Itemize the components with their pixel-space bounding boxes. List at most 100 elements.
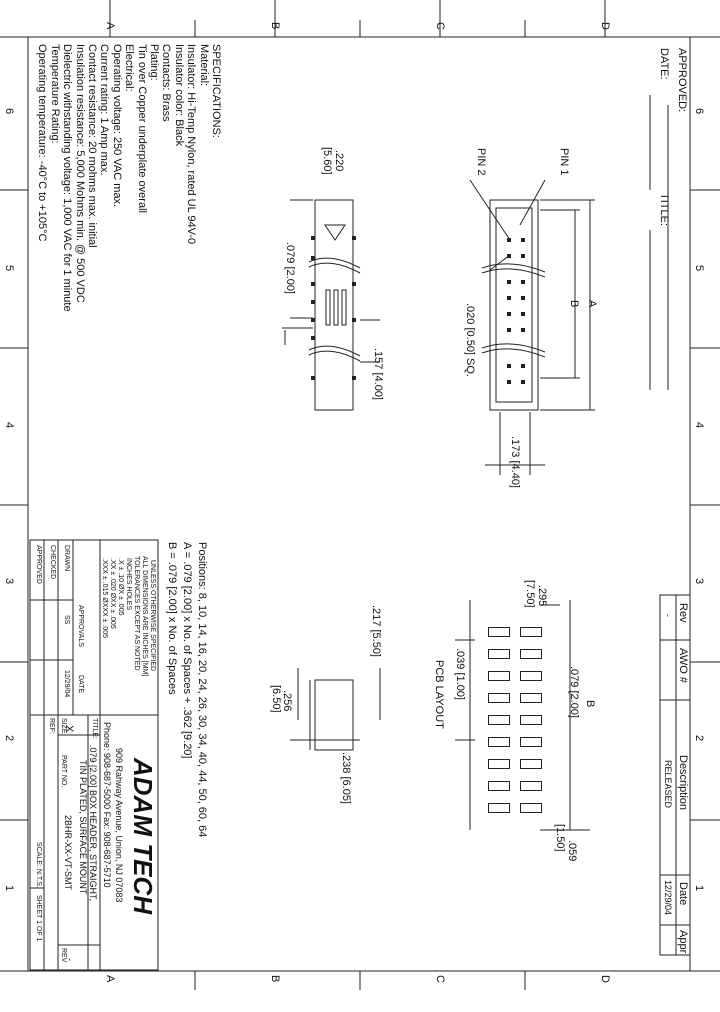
approvals-label: APPROVALS [77, 605, 84, 647]
positions-line1: Positions: 8, 10, 14, 16, 20, 24, 26, 30… [196, 542, 208, 838]
header-pin [507, 328, 511, 332]
drawn-by: SS [63, 615, 70, 625]
zone-label: 4 [693, 422, 705, 429]
dim-220: .220 [333, 150, 345, 172]
date-value: 12/29/04 [663, 880, 673, 916]
tb-sheet: SHEET 1 OF 1 [35, 895, 42, 942]
header-pin [507, 238, 511, 242]
zone-label: 4 [3, 422, 15, 429]
dim-560: [5.60] [321, 147, 333, 175]
side-pin [352, 318, 356, 322]
pin2-label: PIN 2 [475, 148, 487, 176]
dim-039: .039 [1.00] [454, 648, 466, 700]
dim-b: B [568, 300, 580, 308]
zone-label: 1 [693, 885, 705, 892]
zone-label: 5 [3, 265, 15, 272]
zone-label: 6 [693, 108, 705, 115]
header-pin [521, 296, 525, 300]
tb-scale: SCALE: N.T.S. [35, 842, 42, 888]
spec-line: SPECIFICATIONS: [210, 44, 222, 138]
spec-line: Insulation resistance: 5,000 Mohms min. … [73, 44, 86, 303]
side-pin [352, 236, 356, 240]
tol-l2: ALL DIMENSIONS ARE INCHES [MM] [141, 556, 148, 677]
dim-650: [6.50] [270, 685, 282, 713]
side-pin [311, 318, 315, 322]
zone-label: D [599, 22, 611, 30]
zone-label: D [599, 975, 611, 983]
spec-line: Electrical: [123, 44, 136, 92]
dim-238: .238 [6.05] [340, 752, 352, 804]
appr-header: Appr [677, 930, 689, 954]
tol-l6: .XX ± .020 ØXX ± .005 [109, 558, 116, 629]
dim-157: .157 [4.00] [372, 348, 384, 400]
pin1-label: PIN 1 [558, 148, 570, 176]
side-pin [311, 236, 315, 240]
tb-title2: TIN PLATED, SURFACE MOUNT [78, 760, 88, 895]
header-pin [507, 254, 511, 258]
side-pin [352, 282, 356, 286]
zone-label: 6 [3, 108, 15, 115]
pcb-pad [488, 693, 510, 703]
dim-079b: .079 [2.00] [568, 666, 580, 718]
dim-217: .217 [5.50] [370, 605, 382, 657]
tb-ref-label: REF: [48, 718, 55, 734]
dim-020: .020 [0.50] SQ. [464, 303, 476, 377]
dim-b2: B [584, 700, 596, 708]
spec-line: Plating: [147, 44, 160, 81]
tol-date-label: DATE [77, 675, 84, 694]
tol-l5: .X ± .10 ØX ± .005 [117, 558, 124, 616]
pcb-pad [520, 627, 542, 637]
pcb-pad [488, 803, 510, 813]
side-pin [352, 376, 356, 380]
zone-label: 2 [3, 735, 15, 742]
dim-295: .295 [536, 585, 548, 607]
spec-line: Tin over Copper underplate overall [135, 44, 148, 213]
tol-l3: TOLERANCES EXCEPT AS NOTED [133, 556, 140, 671]
zone-label: A [104, 975, 116, 983]
dim-079: .079 [2.00] [284, 242, 296, 294]
rev-header: Rev [677, 603, 689, 623]
pcb-pad [488, 781, 510, 791]
zone-label: B [269, 22, 281, 30]
side-pin [311, 282, 315, 286]
dim-173: .173 [4.40] [509, 436, 521, 488]
spec-line: Material: [197, 44, 210, 87]
zone-label: C [434, 22, 446, 30]
checked-label: CHECKED [49, 545, 56, 580]
header-pin [507, 364, 511, 368]
header-pin [507, 312, 511, 316]
zone-label: C [434, 975, 446, 983]
positions-line2: A = .079 [2.00] x No. of Spaces + .362 [… [181, 542, 193, 759]
drawn-date: 12/29/04 [63, 670, 70, 698]
awo-header: AWO # [677, 648, 689, 684]
pcb-layout-label: PCB LAYOUT [433, 660, 445, 729]
pcb-pad [520, 693, 542, 703]
header-pin [507, 380, 511, 384]
pcb-pad [520, 803, 542, 813]
dim-150: [1.50] [554, 824, 566, 852]
spec-line: Insulator: Hi-Temp Nylon, rated UL 94V-0 [185, 44, 198, 245]
pcb-pad [520, 759, 542, 769]
date-header: Date [677, 882, 689, 906]
pcb-pad [488, 715, 510, 725]
dim-256: .256 [281, 690, 293, 712]
pcb-pad [520, 781, 542, 791]
header-pin [507, 280, 511, 284]
zone-label: 3 [693, 578, 705, 585]
tol-l1: UNLESS OTHERWISE SPECIFIED [149, 560, 156, 672]
spec-line: Contact resistance: 20 mohms max. initia… [85, 44, 98, 248]
drawn-label: DRAWN [63, 545, 70, 572]
spec-line: Contacts: Brass [160, 44, 173, 122]
zone-label: 5 [693, 265, 705, 272]
description-value: RELEASED [663, 760, 673, 809]
title-label: TITLE: [658, 193, 670, 227]
header-pin [521, 238, 525, 242]
header-pin [507, 296, 511, 300]
positions-line3: B = .079 [2.00] x No. of Spaces [166, 542, 178, 695]
zone-label: 2 [693, 735, 705, 742]
zone-label: 1 [3, 885, 15, 892]
header-pin [521, 380, 525, 384]
spec-line: Operating voltage: 250 VAC max. [110, 44, 123, 208]
